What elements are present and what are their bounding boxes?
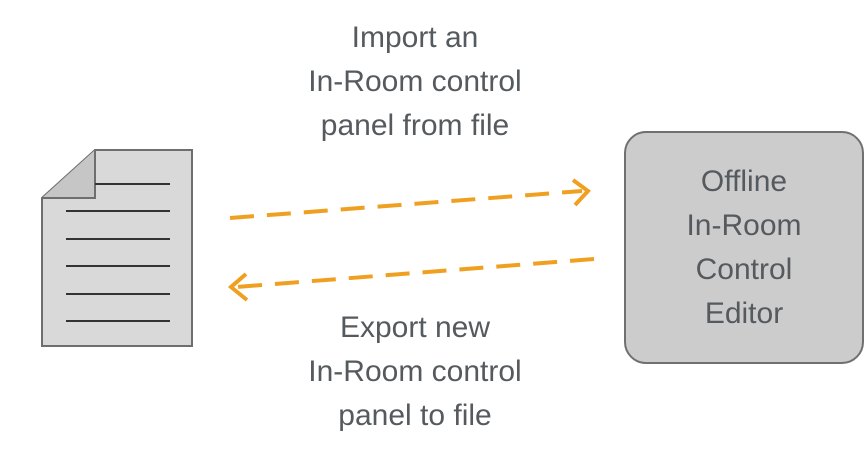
export-arrow [227,257,595,302]
export-caption: Export new In-Room control panel to file [225,306,605,438]
import-caption-line: In-Room control [308,65,522,98]
export-caption-line: Export new [339,311,491,344]
import-caption-line: panel from file [320,109,510,142]
import-caption-line: Import an [351,21,479,54]
offline-editor-box: Offline In-Room Control Editor [624,131,864,364]
editor-box-line: Control [695,252,793,286]
export-caption-line: panel to file [338,399,492,432]
import-arrow [229,178,591,220]
document-icon [41,149,193,347]
editor-box-line: Editor [704,296,784,330]
editor-box-line: In-Room [686,208,802,242]
editor-box-line: Offline [700,164,788,198]
export-caption-line: In-Room control [308,355,522,388]
import-caption: Import an In-Room control panel from fil… [230,16,600,148]
